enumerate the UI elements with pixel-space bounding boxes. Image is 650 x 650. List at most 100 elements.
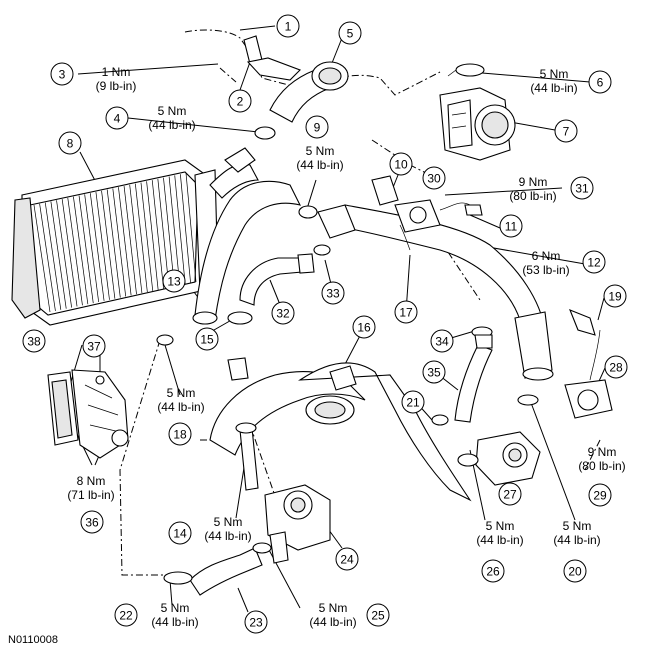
torque-imperial: (80 lb-in) bbox=[509, 189, 556, 203]
callout-circle bbox=[50, 62, 74, 86]
callout-31: 31 bbox=[570, 176, 594, 200]
callout-number: 25 bbox=[371, 609, 385, 623]
torque-imperial: (71 lb-in) bbox=[67, 488, 114, 502]
callout-circle bbox=[271, 301, 295, 325]
tube-23 bbox=[163, 542, 272, 596]
callout-number: 33 bbox=[326, 287, 340, 301]
torque-spec-6: 5 Nm(44 lb-in) bbox=[530, 67, 577, 95]
torque-spec-22: 5 Nm(44 lb-in) bbox=[151, 601, 198, 629]
callout-number: 23 bbox=[249, 616, 263, 630]
figure-id: N0110008 bbox=[8, 634, 58, 646]
hose-14 bbox=[235, 422, 259, 491]
callout-circle bbox=[244, 610, 268, 634]
callout-number: 1 bbox=[285, 20, 292, 34]
callout-13: 13 bbox=[162, 269, 186, 293]
callout-number: 27 bbox=[503, 488, 517, 502]
callout-number: 28 bbox=[609, 361, 623, 375]
torque-imperial: (9 lb-in) bbox=[96, 79, 137, 93]
callout-circle bbox=[114, 603, 138, 627]
callout-number: 16 bbox=[357, 321, 371, 335]
callout-number: 36 bbox=[85, 516, 99, 530]
torque-metric: 6 Nm bbox=[532, 249, 561, 263]
callout-circle bbox=[168, 422, 192, 446]
callout-30: 30 bbox=[422, 166, 446, 190]
callout-8: 8 bbox=[58, 131, 82, 155]
callout-22: 22 bbox=[114, 603, 138, 627]
callout-number: 9 bbox=[314, 121, 321, 135]
callout-circle bbox=[228, 89, 252, 113]
callout-number: 8 bbox=[67, 137, 74, 151]
throttle-body bbox=[439, 87, 516, 161]
callout-circle bbox=[422, 360, 446, 384]
callout-35: 35 bbox=[422, 360, 446, 384]
callout-circle bbox=[498, 482, 522, 506]
callout-3: 3 bbox=[50, 62, 74, 86]
torque-imperial: (53 lb-in) bbox=[522, 263, 569, 277]
callout-number: 26 bbox=[486, 565, 500, 579]
callout-number: 5 bbox=[347, 27, 354, 41]
callout-circle bbox=[563, 559, 587, 583]
callout-4: 4 bbox=[105, 106, 129, 130]
torque-imperial: (44 lb-in) bbox=[151, 615, 198, 629]
callout-28: 28 bbox=[604, 355, 628, 379]
callout-26: 26 bbox=[481, 559, 505, 583]
callout-27: 27 bbox=[498, 482, 522, 506]
torque-spec-3: 1 Nm(9 lb-in) bbox=[96, 65, 137, 93]
callout-32: 32 bbox=[271, 301, 295, 325]
callout-number: 4 bbox=[114, 112, 121, 126]
callout-circle bbox=[394, 300, 418, 324]
callout-20: 20 bbox=[563, 559, 587, 583]
torque-spec-18: 5 Nm(44 lb-in) bbox=[157, 386, 204, 414]
clamp-4 bbox=[254, 126, 276, 140]
callout-2: 2 bbox=[228, 89, 252, 113]
cac-inlet-tube bbox=[192, 147, 302, 325]
callout-circle bbox=[366, 603, 390, 627]
callout-number: 14 bbox=[173, 527, 187, 541]
clamp-15 bbox=[227, 311, 253, 325]
upper-intake-tube bbox=[243, 35, 349, 123]
callout-number: 10 bbox=[394, 158, 408, 172]
callout-number: 32 bbox=[276, 307, 290, 321]
component-27 bbox=[475, 431, 541, 486]
torque-spec-25: 5 Nm(44 lb-in) bbox=[309, 601, 356, 629]
callout-36: 36 bbox=[80, 510, 104, 534]
torque-imperial: (44 lb-in) bbox=[530, 81, 577, 95]
torque-imperial: (44 lb-in) bbox=[296, 158, 343, 172]
torque-metric: 5 Nm bbox=[161, 601, 190, 615]
callout-circle bbox=[162, 269, 186, 293]
callout-33: 33 bbox=[321, 281, 345, 305]
callout-number: 17 bbox=[399, 306, 413, 320]
torque-spec-31: 9 Nm(80 lb-in) bbox=[509, 175, 556, 203]
torque-spec-36: 8 Nm(71 lb-in) bbox=[67, 474, 114, 502]
callout-38: 38 bbox=[22, 329, 46, 353]
torque-spec-26: 5 Nm(44 lb-in) bbox=[476, 519, 523, 547]
callout-9: 9 bbox=[305, 115, 329, 139]
torque-spec-9: 5 Nm(44 lb-in) bbox=[296, 144, 343, 172]
end-tank-assembly bbox=[47, 369, 129, 459]
torque-metric: 5 Nm bbox=[319, 601, 348, 615]
callout-circle bbox=[305, 115, 329, 139]
torque-metric: 5 Nm bbox=[306, 144, 335, 158]
hose-32 bbox=[239, 244, 331, 306]
callout-circle bbox=[430, 329, 454, 353]
callout-circle bbox=[335, 547, 359, 571]
callout-number: 37 bbox=[87, 340, 101, 354]
torque-metric: 5 Nm bbox=[158, 104, 187, 118]
sensor-group-28 bbox=[564, 309, 613, 419]
callout-number: 19 bbox=[608, 290, 622, 304]
torque-metric: 5 Nm bbox=[167, 386, 196, 400]
torque-metric: 9 Nm bbox=[519, 175, 548, 189]
callout-number: 6 bbox=[597, 76, 604, 90]
callout-16: 16 bbox=[352, 315, 376, 339]
callout-number: 15 bbox=[200, 333, 214, 347]
callout-25: 25 bbox=[366, 603, 390, 627]
callout-number: 3 bbox=[59, 68, 66, 82]
callout-21: 21 bbox=[401, 390, 425, 414]
callout-number: 7 bbox=[563, 125, 570, 139]
callout-number: 35 bbox=[427, 366, 441, 380]
callout-number: 21 bbox=[406, 396, 420, 410]
torque-specs: 1 Nm(9 lb-in)5 Nm(44 lb-in)5 Nm(44 lb-in… bbox=[67, 65, 625, 629]
callout-circle bbox=[338, 21, 362, 45]
callout-5: 5 bbox=[338, 21, 362, 45]
callout-7: 7 bbox=[554, 119, 578, 143]
